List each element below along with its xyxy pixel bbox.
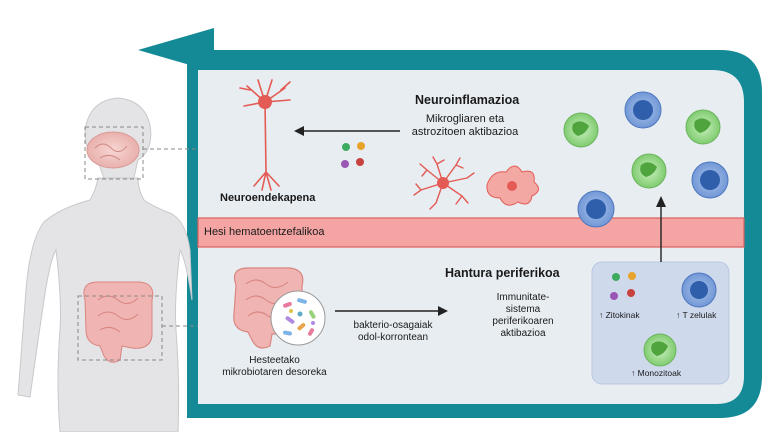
arrow-immune-to-brain [656, 196, 666, 262]
blood-brain-barrier-band [197, 217, 745, 248]
brain-folds [94, 143, 128, 161]
frame-arrowhead-left [138, 28, 214, 72]
neurodegeneration-label: Neuroendekapena [220, 192, 316, 204]
arrow-to-neurodegeneration [294, 126, 400, 136]
neuron-illustration [239, 79, 291, 191]
cytokines-label: ↑ Zitokinak [599, 310, 640, 320]
monocyte-cell [685, 109, 721, 145]
immune-activation-label: Immunitate- sistema periferikoaren aktib… [468, 292, 578, 340]
t-cell [624, 91, 662, 129]
monocytes-label: ↑ Monozitoak [631, 368, 682, 378]
monocyte-cell [643, 333, 677, 367]
blood-brain-barrier-label: Hesi hematoentzefalikoa [204, 226, 325, 238]
gut-dysbiosis-line-2: mikrobiotaren desoreka [222, 367, 327, 378]
gut-dysbiosis-label: Hesteetako mikrobiotaren desoreka [207, 355, 342, 379]
microglia-activation-line-2: astrozitoen aktibazioa [411, 126, 519, 139]
brain-zoom-box [84, 126, 144, 180]
neuroinflammation-title: Neuroinflamazioa [415, 93, 520, 107]
bacterial-components-line-2: odol-korrontean [357, 332, 429, 343]
gut-dysbiosis-line-1: Hesteetako [249, 355, 300, 366]
cytokine-dots-blood [610, 272, 636, 300]
intestine-shape [83, 281, 154, 363]
t-cell [691, 161, 729, 199]
monocyte-cell [563, 112, 599, 148]
immune-activation-line-1: Immunitate- [496, 292, 550, 303]
gut-zoom-box [77, 295, 163, 361]
microbiota-circle [270, 290, 326, 346]
peripheral-inflammation-title: Hantura periferikoa [445, 266, 560, 280]
t-cell [577, 190, 615, 228]
monocyte-cell [631, 153, 667, 189]
human-body-illustration [17, 97, 198, 432]
bacterial-components-line-1: bakterio-osagaiak [353, 320, 433, 331]
immune-activation-line-3: periferikoaren [492, 316, 554, 327]
microglia-illustration [413, 156, 475, 210]
t-cell [681, 272, 717, 308]
microglia-activation-line-1: Mikrogliaren eta [425, 113, 505, 125]
intestine-folds [97, 295, 139, 333]
cytokine-dots-brain [341, 142, 365, 168]
bacterial-components-label: bakterio-osagaiak odol-korrontean [338, 320, 448, 344]
microglia-activation-label: Mikrogliaren eta astrozitoen aktibazioa [405, 113, 525, 139]
t-cells-label: ↑ T zelulak [676, 310, 717, 320]
arrow-gut-to-immune [335, 306, 448, 316]
astrocyte-illustration [486, 165, 539, 206]
immune-activation-line-2: sistema [505, 304, 541, 315]
immune-activation-line-4: aktibazioa [500, 328, 546, 339]
